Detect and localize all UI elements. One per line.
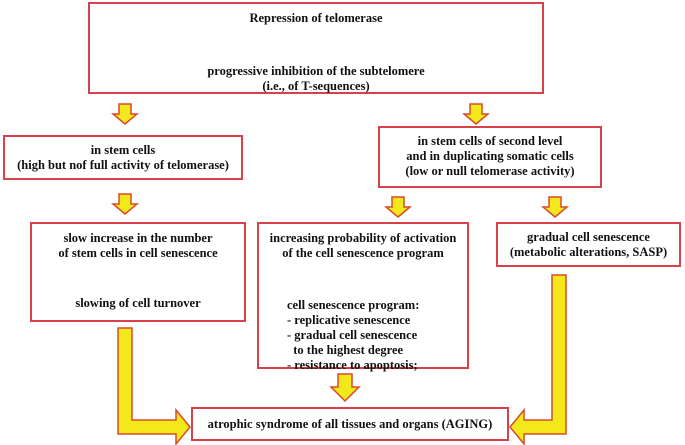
second-level-title: in stem cells of second level — [417, 134, 563, 148]
repression-title: Repression of telomerase — [249, 11, 383, 25]
slowing-turnover-text: slowing of cell turnover — [75, 296, 201, 310]
arrow-slowing-to-aging — [117, 327, 191, 445]
program-item-gradual: - gradual cell senescence — [287, 328, 418, 342]
increasing-probability-text: increasing probability of activation — [269, 231, 457, 245]
arrow-second-level-to-probability — [383, 196, 413, 218]
aging-box: atrophic syndrome of all tissues and org… — [191, 407, 509, 441]
senescence-program-activation-text: of the cell senescence program — [282, 246, 444, 260]
stem-cells-senescence-text: of stem cells in cell senescence — [58, 246, 218, 260]
duplicating-somatic-cells-text: and in duplicating somatic cells — [406, 149, 574, 163]
slow-increase-text: slow increase in the number — [63, 231, 213, 245]
aging-text: atrophic syndrome of all tissues and org… — [207, 417, 493, 431]
subtelomere-inhibition-text: progressive inhibition of the subtelomer… — [207, 64, 425, 78]
metabolic-alterations-text: (metabolic alterations, SASP) — [509, 245, 668, 259]
arrow-top-to-stem-cells — [110, 103, 140, 125]
gradual-senescence-box: gradual cell senescence (metabolic alter… — [496, 222, 681, 267]
stem-cells-telomerase-activity: (high but nof full activity of telomeras… — [17, 158, 229, 172]
program-title: cell senescence program: — [287, 298, 420, 312]
arrow-program-to-aging — [329, 373, 361, 403]
t-sequences-text: (i.e., of T-sequences) — [262, 79, 370, 93]
arrow-second-level-to-gradual — [540, 196, 570, 218]
program-item-replicative: - replicative senescence — [287, 313, 411, 327]
arrow-stem-to-slow-increase — [110, 193, 140, 215]
stem-cells-box: in stem cells (high but nof full activit… — [3, 135, 243, 180]
gradual-senescence-title: gradual cell senescence — [527, 230, 650, 244]
program-item-highest-degree: to the highest degree — [287, 343, 404, 357]
arrow-top-to-second-level — [461, 103, 491, 125]
stem-cells-title: in stem cells — [90, 143, 156, 157]
low-null-telomerase-text: (low or null telomerase activity) — [405, 164, 575, 178]
program-item-apoptosis: - resistance to apoptosis; — [287, 358, 418, 372]
slow-increase-box: slow increase in the number of stem cell… — [30, 222, 246, 322]
arrow-gradual-to-aging — [509, 274, 567, 445]
repression-of-telomerase-box: Repression of telomerase progressive inh… — [88, 2, 544, 94]
second-level-stem-cells-box: in stem cells of second level and in dup… — [378, 126, 602, 188]
senescence-program-box: increasing probability of activation of … — [257, 222, 469, 372]
